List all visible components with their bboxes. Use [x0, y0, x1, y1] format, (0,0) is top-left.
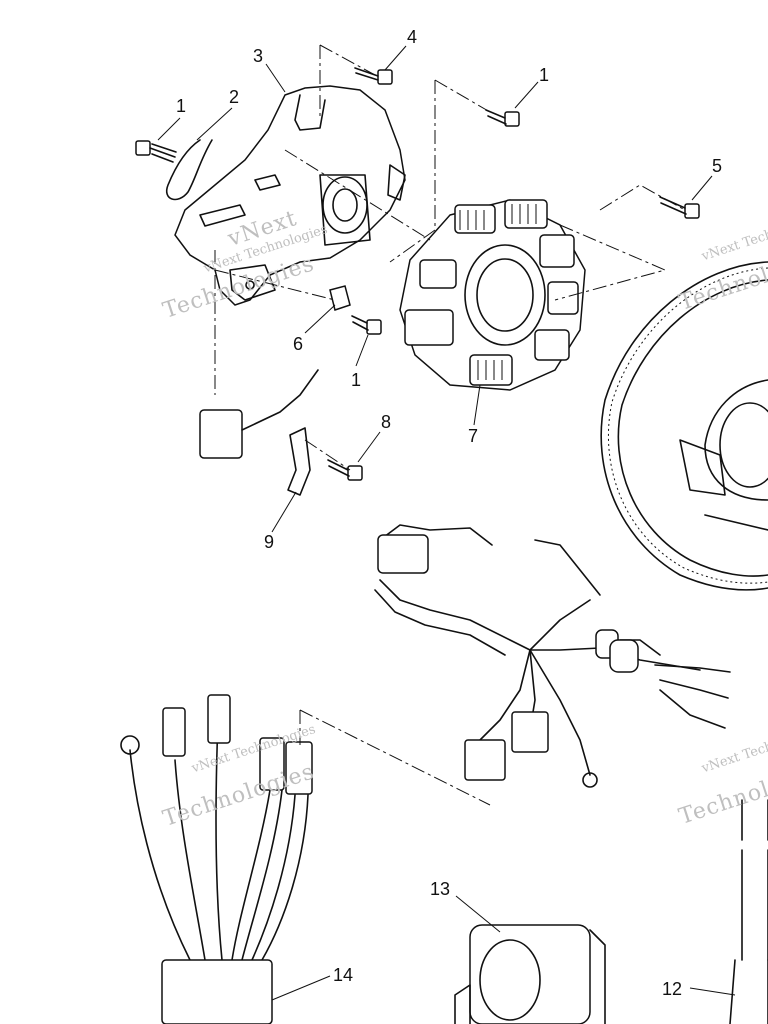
clip-9 [287, 427, 311, 496]
bolt-1a [135, 140, 177, 163]
callout-2: 2 [229, 87, 240, 107]
hair-pin-clip-2 [165, 139, 213, 201]
callout-14: 14 [333, 965, 354, 985]
bolt-5 [659, 196, 700, 219]
starter-solenoid-13 [454, 924, 606, 1024]
wire-bundle-14 [120, 694, 313, 1024]
bolt-1b [485, 109, 520, 127]
bolt-4 [354, 67, 393, 85]
leader-lines [157, 45, 736, 1001]
callout-9: 9 [264, 532, 275, 552]
pulser-sensor [199, 369, 319, 459]
bolt-8 [327, 459, 363, 481]
callout-8: 8 [381, 412, 392, 432]
stator-coil-assembly [399, 199, 586, 391]
callout-3: 3 [253, 46, 264, 66]
alignment-lines [214, 44, 686, 806]
callout-4: 4 [407, 27, 418, 47]
callout-5: 5 [712, 156, 723, 176]
callout-1: 1 [176, 96, 187, 116]
callout-7: 7 [468, 426, 479, 446]
wire-clamp-6 [329, 285, 351, 311]
callout-6: 6 [293, 334, 304, 354]
bolt-1c [351, 315, 382, 335]
stator-plate [174, 85, 406, 306]
flywheel [600, 261, 768, 591]
part-12-shaft [729, 799, 768, 1024]
callout-1: 1 [539, 65, 550, 85]
wiring-harness [374, 524, 731, 788]
callout-13: 13 [430, 879, 451, 899]
callout-1: 1 [351, 370, 362, 390]
callout-12: 12 [662, 979, 683, 999]
